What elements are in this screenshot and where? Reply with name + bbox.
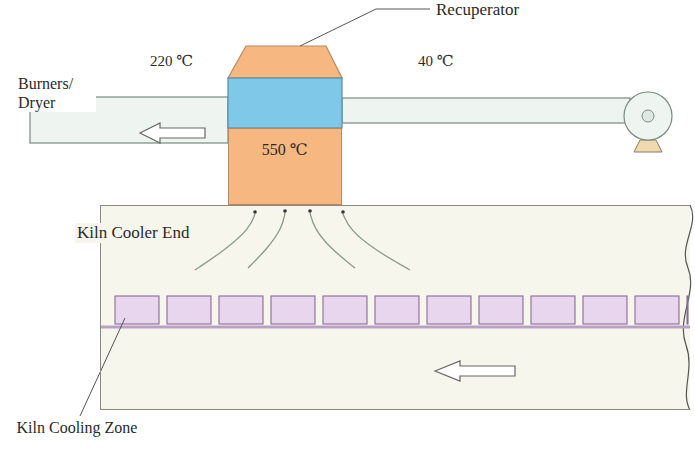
air-flow-curve bbox=[248, 213, 285, 268]
temperature: 40 ℃ bbox=[418, 52, 498, 70]
fan-hub bbox=[642, 110, 654, 122]
air-flow-curve bbox=[343, 214, 410, 270]
temperature: 220 ℃ bbox=[150, 52, 230, 70]
fan-base bbox=[634, 140, 662, 152]
kiln-car bbox=[583, 296, 627, 324]
kiln-car bbox=[115, 296, 159, 324]
leader-line bbox=[300, 9, 430, 46]
air-flow-curve bbox=[195, 214, 255, 270]
flow-dot bbox=[341, 210, 345, 214]
kiln-car bbox=[531, 296, 575, 324]
kiln-car bbox=[219, 296, 263, 324]
hot-air-flow bbox=[195, 209, 410, 270]
kiln-car bbox=[323, 296, 367, 324]
break-line bbox=[683, 205, 692, 410]
kiln: Kiln Cooler End bbox=[100, 205, 690, 410]
kiln-car bbox=[687, 296, 688, 324]
kiln-car bbox=[635, 296, 679, 324]
leader-lines bbox=[80, 9, 430, 416]
recuperator-hood bbox=[228, 46, 342, 78]
flow-dot bbox=[253, 210, 257, 214]
air-flow-curve bbox=[310, 213, 355, 268]
recuperator-core bbox=[228, 78, 342, 128]
fan bbox=[624, 92, 672, 140]
node-text: Kiln Cooler End bbox=[75, 223, 191, 243]
node-text: 550 ℃ bbox=[260, 141, 310, 159]
kiln-car-row bbox=[115, 296, 688, 324]
leader-line bbox=[80, 318, 125, 416]
kiln-car bbox=[271, 296, 315, 324]
part-name: Kiln Cooling Zone bbox=[12, 418, 142, 437]
flow-arrow bbox=[140, 123, 205, 143]
flow-dot bbox=[283, 209, 287, 213]
kiln-car bbox=[167, 296, 211, 324]
recuperator-hot-side: 550 ℃ bbox=[228, 128, 342, 205]
destination-label: Burners/ Dryer bbox=[18, 74, 96, 112]
part-name: Recuperator bbox=[436, 0, 566, 20]
kiln-car bbox=[375, 296, 419, 324]
kiln-car bbox=[479, 296, 523, 324]
duct-right bbox=[342, 98, 630, 123]
flow-dot bbox=[308, 209, 312, 213]
kiln-rail bbox=[100, 326, 690, 329]
flow-arrow bbox=[435, 361, 515, 381]
kiln-car bbox=[427, 296, 471, 324]
